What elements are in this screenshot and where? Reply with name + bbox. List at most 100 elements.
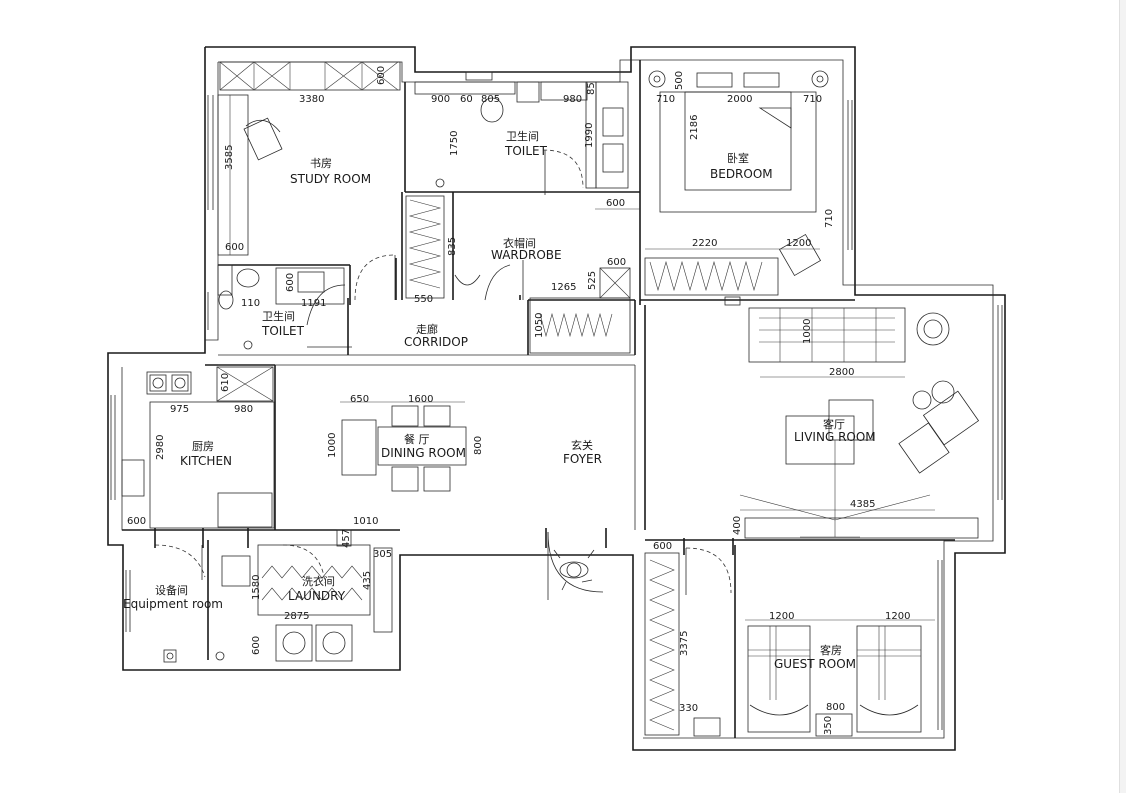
dim-g-800: 800 (826, 702, 845, 713)
dim-toilet-b: 60 (460, 94, 473, 105)
dim-bed-710: 710 (824, 209, 835, 228)
room-guest-cn: 客房 (820, 643, 842, 657)
room-corridor-en: CORRIDOP (404, 335, 468, 349)
dining-room: 650 1600 1000 800 餐 厅 DINING ROOM (327, 394, 484, 492)
dim-d-1600: 1600 (408, 394, 433, 405)
dim-l-1010: 1010 (353, 516, 378, 527)
dim-study-height: 3585 (224, 145, 235, 170)
dim-bed-w: 2000 (727, 94, 752, 105)
dim-l-457: 457 (341, 529, 352, 548)
dim-tl-1191: 1191 (301, 298, 326, 309)
dim-g-600: 600 (653, 541, 672, 552)
dim-bed-left: 710 (656, 94, 675, 105)
dim-k-610: 610 (220, 373, 231, 392)
dim-bed-top: 500 (674, 71, 685, 90)
dim-l-2875: 2875 (284, 611, 309, 622)
toilet-top: 900 60 805 980 85 1750 1990 600 卫生间 TOIL… (414, 81, 640, 210)
dim-tl-600: 600 (285, 273, 296, 292)
dim-toilet-d: 980 (563, 94, 582, 105)
person-figure (553, 549, 595, 591)
scrollbar-edge (1119, 0, 1126, 793)
dim-lv-1000: 1000 (802, 319, 813, 344)
room-equipment-cn: 设备间 (155, 583, 188, 597)
foyer: 玄关 FOYER (547, 438, 604, 600)
toilet-left: 600 110 1191 卫生间 TOILET (217, 264, 352, 350)
dim-toilet-h: 1750 (449, 131, 460, 156)
dim-l-1580: 1580 (251, 575, 262, 600)
room-study-cn: 书房 (310, 157, 332, 170)
room-toilet-top-en: TOILET (504, 144, 548, 158)
dim-l-435: 435 (362, 571, 373, 590)
dim-g-3375: 3375 (679, 631, 690, 656)
room-dining-cn: 餐 厅 (404, 432, 430, 446)
living-room: 1000 2800 4385 400 客厅 LIVING ROOM (732, 307, 980, 539)
dim-study-shelf: 600 (376, 66, 387, 85)
wardrobe: 835 550 1265 525 600 1050 衣帽间 WARDROBE (405, 195, 631, 354)
dim-study-width: 3380 (299, 94, 324, 105)
dim-lv-2800: 2800 (829, 367, 854, 378)
dim-lv-400: 400 (732, 516, 743, 535)
kitchen: 610 975 980 2980 600 厨房 KITCHEN (121, 366, 275, 529)
dim-ward-1265: 1265 (551, 282, 576, 293)
dim-study-desk: 600 (225, 242, 244, 253)
dim-toilet-c: 805 (481, 94, 500, 105)
room-guest-en: GUEST ROOM (774, 657, 856, 671)
bedroom-wardrobe (644, 257, 779, 296)
dim-bed-h: 2186 (689, 115, 700, 140)
dim-l-600: 600 (251, 636, 262, 655)
dim-d-800: 800 (473, 436, 484, 455)
room-bedroom-en: BEDROOM (710, 167, 773, 181)
study-room: 3380 3585 600 600 书房 STUDY ROOM (217, 61, 401, 256)
room-wardrobe-cn: 衣帽间 (503, 236, 536, 250)
dim-k-975: 975 (170, 404, 189, 415)
room-toilet-left-en: TOILET (261, 324, 305, 338)
dim-k-2980: 2980 (155, 435, 166, 460)
dim-g-1200b: 1200 (885, 611, 910, 622)
room-toilet-left-cn: 卫生间 (262, 309, 295, 323)
dim-ward-835: 835 (447, 237, 458, 256)
dim-toilet-r: 600 (606, 198, 625, 209)
room-living-en: LIVING ROOM (794, 430, 876, 444)
room-foyer-cn: 玄关 (571, 438, 593, 452)
guest-room: 600 3375 1200 1200 800 330 350 客房 GUEST … (644, 541, 935, 737)
dim-bed-1200: 1200 (786, 238, 811, 249)
room-corridor-cn: 走廊 (416, 322, 438, 336)
room-living-cn: 客厅 (823, 417, 845, 431)
dim-toilet-a: 900 (431, 94, 450, 105)
dim-d-650: 650 (350, 394, 369, 405)
equipment-room: 设备间 Equipment room (123, 544, 225, 663)
dim-g-350: 350 (823, 716, 834, 735)
room-study-en: STUDY ROOM (290, 172, 371, 186)
room-laundry-cn: 洗衣间 (302, 574, 335, 588)
room-kitchen-cn: 厨房 (192, 440, 214, 453)
door-markers (154, 258, 734, 555)
dim-d-1000: 1000 (327, 433, 338, 458)
dim-g-1200a: 1200 (769, 611, 794, 622)
dim-lv-4385: 4385 (850, 499, 875, 510)
dim-toilet-e: 85 (586, 82, 597, 95)
dim-tl-110: 110 (241, 298, 260, 309)
dim-ward-1050: 1050 (534, 313, 545, 338)
dim-ward-550: 550 (414, 294, 433, 305)
room-toilet-top-cn: 卫生间 (506, 129, 539, 143)
dim-toilet-v: 1990 (584, 123, 595, 148)
laundry: 1010 457 305 435 1580 2875 600 洗衣间 LAUND… (221, 516, 393, 662)
study-chair (243, 117, 283, 161)
room-foyer-en: FOYER (563, 452, 602, 466)
outer-walls (107, 46, 1006, 751)
room-equipment-en: Equipment room (123, 597, 223, 611)
room-laundry-en: LAUNDRY (288, 589, 346, 603)
room-kitchen-en: KITCHEN (180, 454, 232, 468)
dim-ward-600: 600 (607, 257, 626, 268)
dim-k-600: 600 (127, 516, 146, 527)
room-wardrobe-en: WARDROBE (491, 248, 562, 262)
windows (110, 71, 1003, 730)
dim-k-980: 980 (234, 404, 253, 415)
armchair-1 (912, 380, 980, 446)
room-bedroom-cn: 卧室 (727, 151, 749, 165)
dim-bed-right: 710 (803, 94, 822, 105)
corridor: 走廊 CORRIDOP (354, 254, 468, 349)
room-dining-en: DINING ROOM (381, 446, 466, 460)
interior-walls (122, 60, 955, 738)
